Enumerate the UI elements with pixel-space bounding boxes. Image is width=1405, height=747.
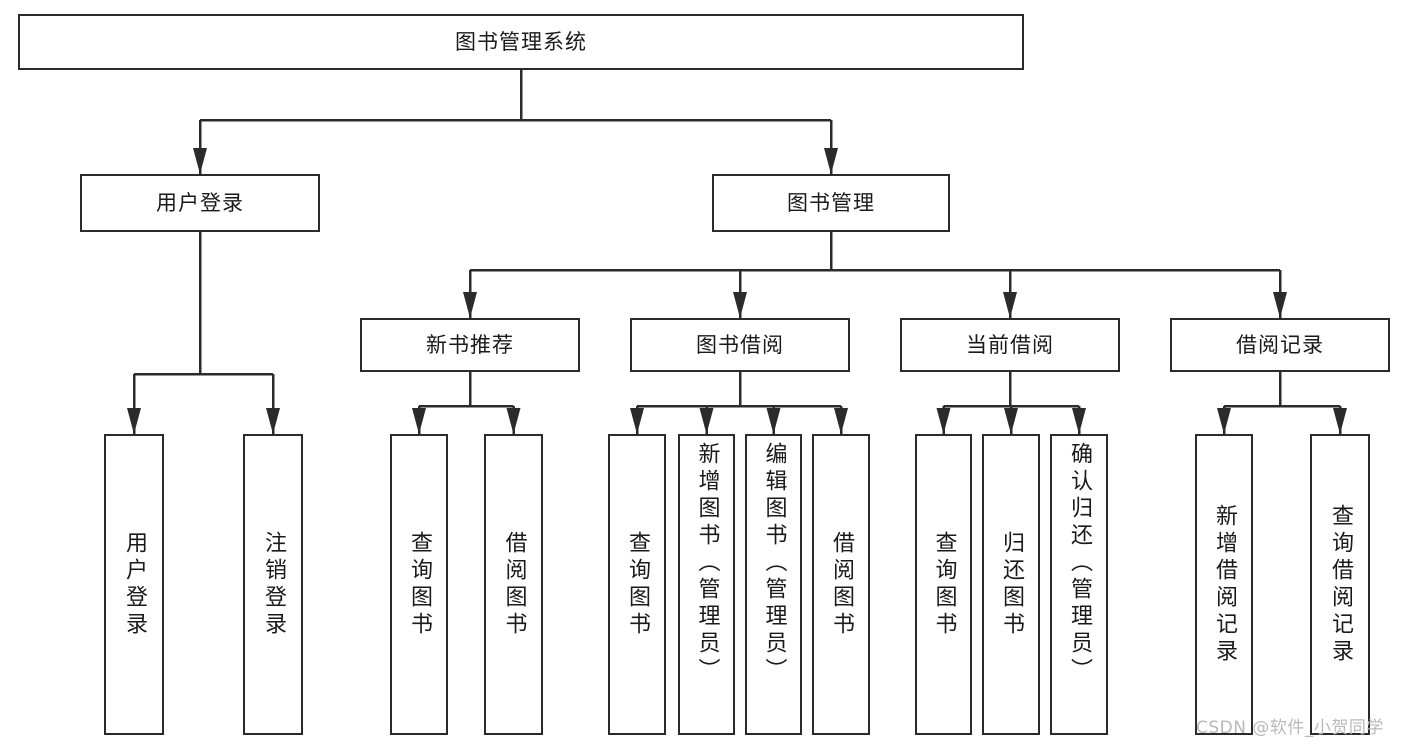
node-label: 新增借阅记录 xyxy=(1212,503,1237,666)
node-label: 查询图书 xyxy=(407,530,432,639)
node-login[interactable]: 用户登录 xyxy=(80,174,320,232)
node-l_qrec[interactable]: 查询借阅记录 xyxy=(1310,434,1370,735)
node-label: 用户登录 xyxy=(122,530,147,639)
node-l_conf[interactable]: 确认归还（管理员） xyxy=(1050,434,1108,735)
node-l_q3[interactable]: 查询图书 xyxy=(915,434,972,735)
node-l_q1[interactable]: 查询图书 xyxy=(390,434,448,735)
node-label: 新增图书（管理员） xyxy=(694,442,720,685)
node-label: 新书推荐 xyxy=(426,332,514,357)
node-label: 查询图书 xyxy=(931,530,957,639)
node-l_addrec[interactable]: 新增借阅记录 xyxy=(1195,434,1253,735)
node-bookmgr[interactable]: 图书管理 xyxy=(712,174,950,232)
node-borrow[interactable]: 图书借阅 xyxy=(630,318,850,372)
node-label: 用户登录 xyxy=(156,190,244,215)
node-l_q2[interactable]: 查询图书 xyxy=(608,434,666,735)
node-newbook[interactable]: 新书推荐 xyxy=(360,318,580,372)
watermark: CSDN @软件_小贺同学 xyxy=(1196,718,1384,738)
node-label: 编辑图书（管理员） xyxy=(761,442,787,685)
node-label: 图书管理 xyxy=(787,190,875,215)
node-label: 注销登录 xyxy=(261,530,286,639)
node-l_login[interactable]: 用户登录 xyxy=(104,434,164,735)
node-l_edit[interactable]: 编辑图书（管理员） xyxy=(745,434,802,735)
node-records[interactable]: 借阅记录 xyxy=(1170,318,1390,372)
node-label: 借阅图书 xyxy=(829,530,854,639)
node-l_b1[interactable]: 借阅图书 xyxy=(484,434,543,735)
node-l_ret[interactable]: 归还图书 xyxy=(982,434,1040,735)
node-l_add[interactable]: 新增图书（管理员） xyxy=(678,434,735,735)
node-label: 确认归还（管理员） xyxy=(1067,442,1092,685)
node-current[interactable]: 当前借阅 xyxy=(900,318,1120,372)
node-label: 图书借阅 xyxy=(696,332,784,357)
node-label: 查询图书 xyxy=(625,530,650,639)
node-label: 当前借阅 xyxy=(966,332,1054,357)
node-l_b2[interactable]: 借阅图书 xyxy=(812,434,870,735)
node-label: 查询借阅记录 xyxy=(1328,503,1353,666)
node-label: 图书管理系统 xyxy=(455,29,587,54)
node-label: 借阅图书 xyxy=(501,530,527,639)
node-l_logout[interactable]: 注销登录 xyxy=(243,434,303,735)
node-label: 借阅记录 xyxy=(1236,332,1324,357)
node-root[interactable]: 图书管理系统 xyxy=(18,14,1024,70)
node-label: 归还图书 xyxy=(999,530,1024,639)
